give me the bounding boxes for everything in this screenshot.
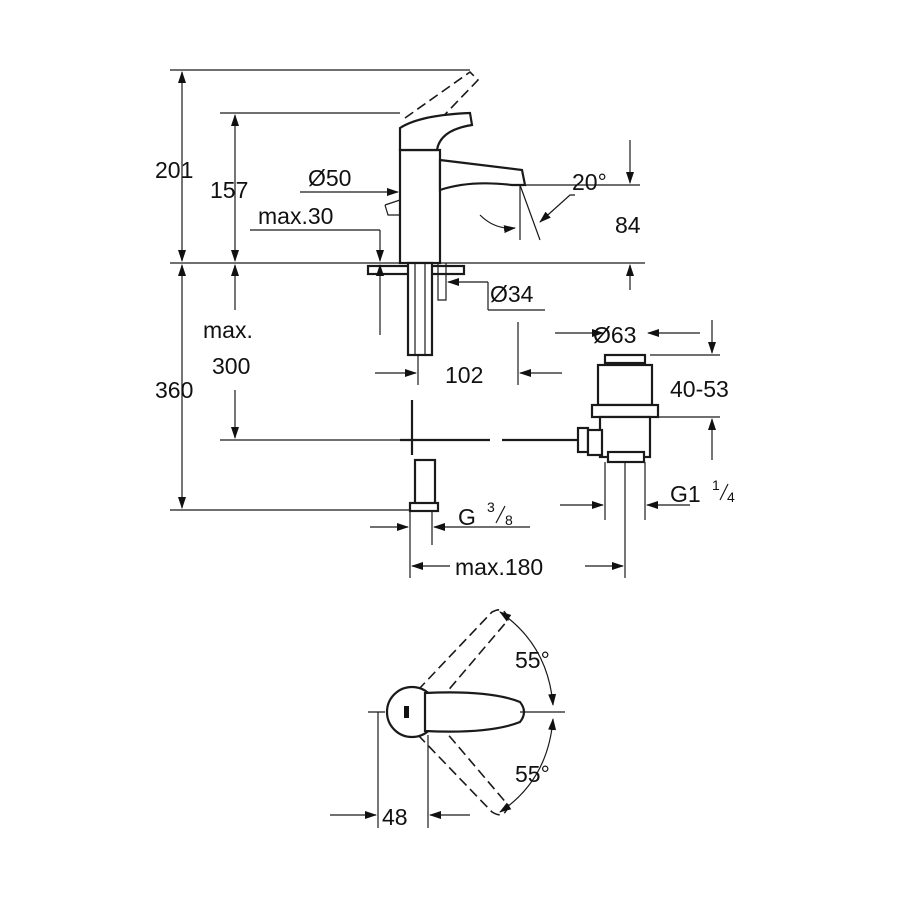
label-201: 201 — [155, 157, 193, 183]
label-supply-thread: G — [458, 504, 476, 530]
label-84: 84 — [615, 212, 641, 238]
label-angle-right: 55° — [515, 761, 550, 787]
label-spout-angle: 20° — [572, 169, 607, 195]
label-supply-thread-num: 3 — [487, 499, 495, 515]
label-40-53: 40-53 — [670, 376, 729, 402]
label-drain-thread-den: 4 — [727, 489, 735, 505]
label-max-180: max.180 — [455, 554, 543, 580]
label-drain-thread: G1 — [670, 481, 701, 507]
drain-valve — [586, 353, 660, 464]
label-drain-thread-num: 1 — [712, 477, 720, 493]
faucet-top-view — [330, 609, 565, 828]
label-body-diameter: Ø50 — [308, 165, 351, 191]
label-hole-diameter: Ø34 — [490, 281, 534, 307]
label-360: 360 — [155, 377, 193, 403]
label-max-300-a: max. — [203, 317, 253, 343]
label-max-300-b: 300 — [212, 353, 250, 379]
label-48: 48 — [382, 804, 408, 830]
label-102: 102 — [445, 362, 483, 388]
label-angle-left: 55° — [515, 647, 550, 673]
faucet-side-view — [170, 69, 660, 513]
label-drain-diameter: Ø63 — [593, 322, 636, 348]
dimension-lines — [178, 71, 720, 578]
label-157: 157 — [210, 177, 248, 203]
label-supply-thread-den: 8 — [505, 512, 513, 528]
label-max-30: max.30 — [258, 203, 333, 229]
